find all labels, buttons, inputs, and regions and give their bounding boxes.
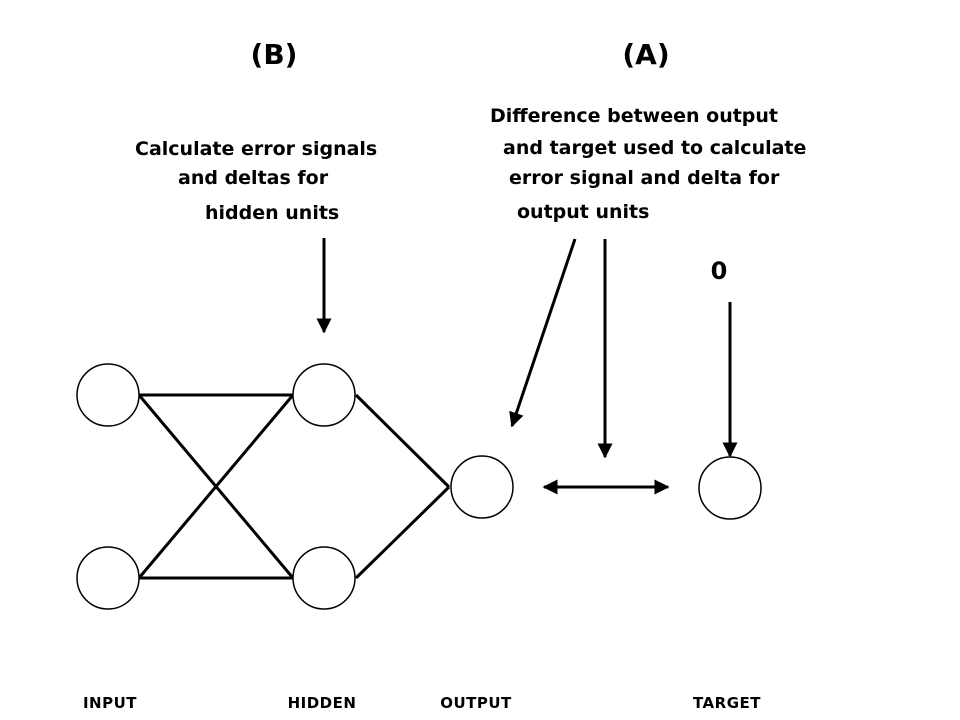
hidden-note-line-3: hidden units — [205, 202, 339, 224]
output-node — [450, 455, 514, 519]
target-node — [698, 456, 762, 520]
layer-label-output: OUTPUT — [440, 694, 512, 712]
layer-label-hidden: HIDDEN — [288, 694, 357, 712]
label-a: (A) — [622, 38, 669, 71]
hidden-node-2 — [292, 546, 356, 610]
output-note-line-4: output units — [517, 201, 649, 223]
edge-input2-hidden1 — [137, 394, 295, 579]
edge-hidden2-output — [354, 485, 451, 580]
output-note-line-2: and target used to calculate — [503, 137, 806, 159]
input-node-2 — [76, 546, 140, 610]
layer-label-input: INPUT — [83, 694, 137, 712]
layer-label-target: TARGET — [693, 694, 761, 712]
output-note-line-3: error signal and delta for — [509, 167, 780, 189]
target-value: 0 — [711, 257, 728, 285]
label-b: (B) — [251, 38, 298, 71]
hidden-note-line-2: and deltas for — [178, 167, 329, 189]
hidden-node-1 — [292, 363, 356, 427]
hidden-note-line-1: Calculate error signals — [135, 138, 377, 160]
output-note-line-1: Difference between output — [490, 105, 778, 127]
input-node-1 — [76, 363, 140, 427]
edge-hidden1-output — [354, 393, 451, 489]
output-note-arrow-diagonal — [509, 238, 577, 428]
